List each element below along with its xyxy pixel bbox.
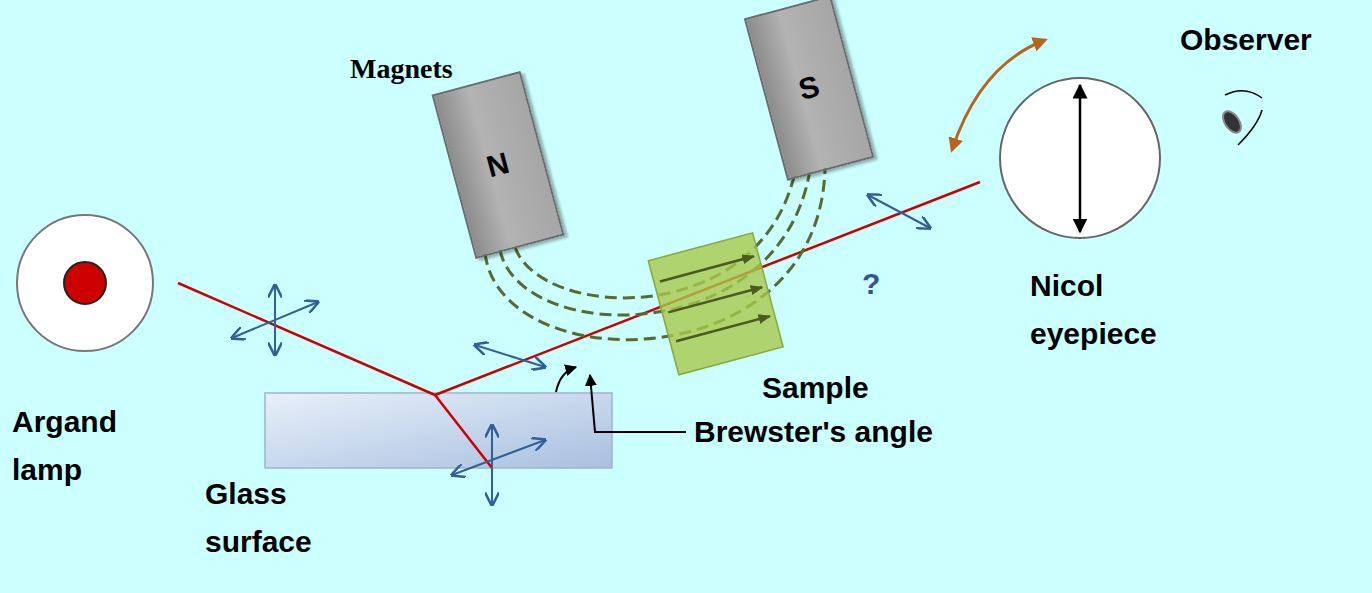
- lamp-flame: [64, 262, 106, 304]
- text-label: Glass surface: [205, 470, 335, 566]
- observer-eye: [1219, 91, 1262, 145]
- lamp-housing: [17, 215, 153, 351]
- analyzer-axis: [1079, 85, 1082, 232]
- angle-arc: [556, 367, 576, 392]
- magnet-block: S: [744, 0, 874, 181]
- magnet-pole: S: [795, 69, 823, 107]
- text-label: ?: [862, 266, 880, 302]
- light-ray: [178, 182, 980, 468]
- text-label: Nicol eyepiece: [1030, 262, 1180, 358]
- sample-block: [648, 233, 783, 375]
- magnet-pole: N: [483, 146, 513, 184]
- glass-slab: [265, 393, 612, 468]
- text-label: Brewster's angle: [694, 414, 933, 450]
- polarization-arrows: [232, 195, 930, 505]
- magnet-block: N: [432, 71, 565, 259]
- text-label: Observer: [1180, 22, 1312, 58]
- rotation-arrow: [952, 40, 1045, 150]
- leader-line: [590, 375, 686, 432]
- text-label: Magnets: [350, 52, 453, 86]
- text-label: Sample: [762, 370, 869, 406]
- text-label: Argand lamp: [12, 398, 132, 494]
- eyepiece: [1000, 78, 1160, 238]
